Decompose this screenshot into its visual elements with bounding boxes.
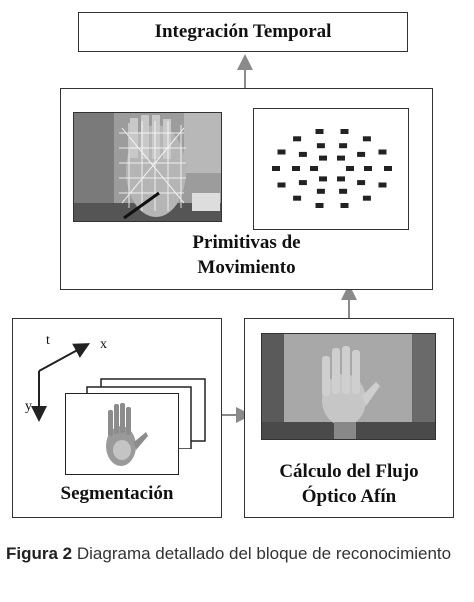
integration-block: Integración Temporal	[78, 12, 408, 52]
flow-vector-mark	[364, 166, 372, 171]
flow-vector-mark	[357, 151, 366, 157]
flow-vector-mark	[339, 143, 348, 149]
flow-vector-mark	[277, 182, 286, 188]
flow-block: Cálculo del Flujo Óptico Afín	[244, 318, 454, 518]
flow-vector-mark	[292, 166, 300, 171]
flow-vector-mark	[340, 129, 349, 134]
flow-vector-mark	[298, 151, 307, 157]
flow-vector-mark	[337, 155, 345, 161]
caption-text: Diagrama detallado del bloque de reconoc…	[76, 544, 452, 563]
flow-vector-mark	[362, 136, 371, 142]
flow-vector-mark	[378, 182, 387, 188]
flow-vector-mark	[339, 188, 348, 194]
axis-x-label: x	[100, 337, 107, 352]
flow-vector-mark	[316, 188, 325, 194]
flow-vector-mark	[346, 166, 354, 171]
segmentation-label: Segmentación	[60, 483, 174, 504]
primitives-label-line2: Movimiento	[197, 257, 296, 278]
flow-vector-mark	[319, 155, 327, 161]
flow-vector-mark	[362, 195, 371, 201]
figure-caption: Figura 2 Diagrama detallado del bloque d…	[6, 540, 461, 568]
flow-label-line2: Óptico Afín	[301, 486, 397, 507]
axis-t-label: t	[46, 333, 50, 348]
primitives-block: Primitivas de Movimiento	[60, 88, 433, 290]
segmented-hand-frame	[65, 393, 179, 475]
flow-vector-mark	[272, 166, 280, 171]
flow-vector-mark	[340, 203, 349, 208]
primitives-label-line1: Primitivas de	[192, 232, 301, 253]
flow-vector-mark	[357, 180, 366, 186]
axis-y-label: y	[25, 399, 32, 414]
flow-vector-mark	[277, 149, 286, 155]
flow-vector-mark	[293, 195, 302, 201]
segmentation-block: t x y Segmentación	[12, 318, 222, 518]
flow-vector-mark	[384, 166, 392, 171]
flow-field-image	[253, 108, 409, 230]
flow-vector-mark	[293, 136, 302, 142]
flow-vector-mark	[315, 203, 324, 208]
hand-tracking-image	[73, 112, 222, 222]
flow-label-line1: Cálculo del Flujo	[279, 461, 419, 482]
flow-vector-mark	[378, 149, 387, 155]
integration-label: Integración Temporal	[154, 21, 332, 42]
flow-vector-mark	[316, 143, 325, 149]
flow-vector-mark	[310, 166, 318, 171]
flow-vector-mark	[337, 176, 345, 182]
flow-hand-image	[261, 333, 436, 440]
figure-number: Figura 2	[6, 544, 73, 563]
flow-vector-mark	[319, 176, 327, 182]
flow-vector-mark	[315, 129, 324, 134]
flow-vector-mark	[298, 180, 307, 186]
